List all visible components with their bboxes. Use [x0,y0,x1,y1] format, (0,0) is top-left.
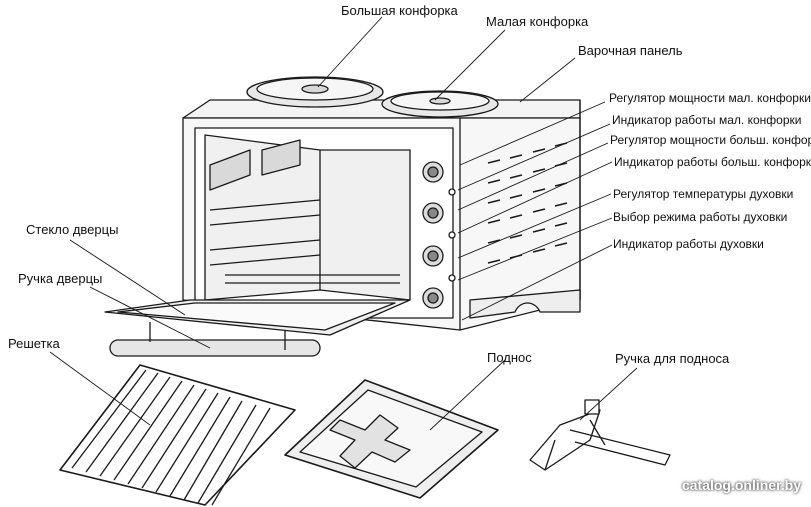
label-tray: Поднос [487,350,532,365]
label-door-handle: Ручка дверцы [18,271,103,286]
control-knobs [422,161,456,309]
oven-cavity [204,134,411,301]
label-tray-handle: Ручка для подноса [615,351,730,366]
label-small-burner-power: Регулятор мощности мал. конфорки [609,91,811,105]
label-small-burner: Малая конфорка [486,14,589,29]
oven-door [104,299,411,336]
big-burner-shape [246,76,384,108]
side-vents [487,142,568,264]
label-oven-mode: Выбор режима работы духовки [613,210,788,224]
label-big-burner-indicator: Индикатор работы больш. конфорки [614,155,811,169]
wire-rack [59,364,296,506]
label-oven-temperature: Регулятор температуры духовки [613,187,794,201]
label-big-burner: Большая конфорка [341,3,458,18]
label-door-glass: Стекло дверцы [26,222,119,237]
label-big-burner-power: Регулятор мощности больш. конфорки [610,133,811,147]
door-handle-shape [109,322,321,357]
callout-lines [49,16,638,431]
baking-tray [284,379,499,499]
label-grill: Решетка [8,336,60,351]
label-cooktop: Варочная панель [578,43,683,58]
small-burner-shape [381,90,499,118]
tray-handle-shape [529,399,671,471]
watermark: catalog.onliner.by [681,477,801,493]
label-small-burner-indicator: Индикатор работы мал. конфорки [612,113,802,127]
label-oven-indicator: Индикатор работы духовки [613,237,764,251]
